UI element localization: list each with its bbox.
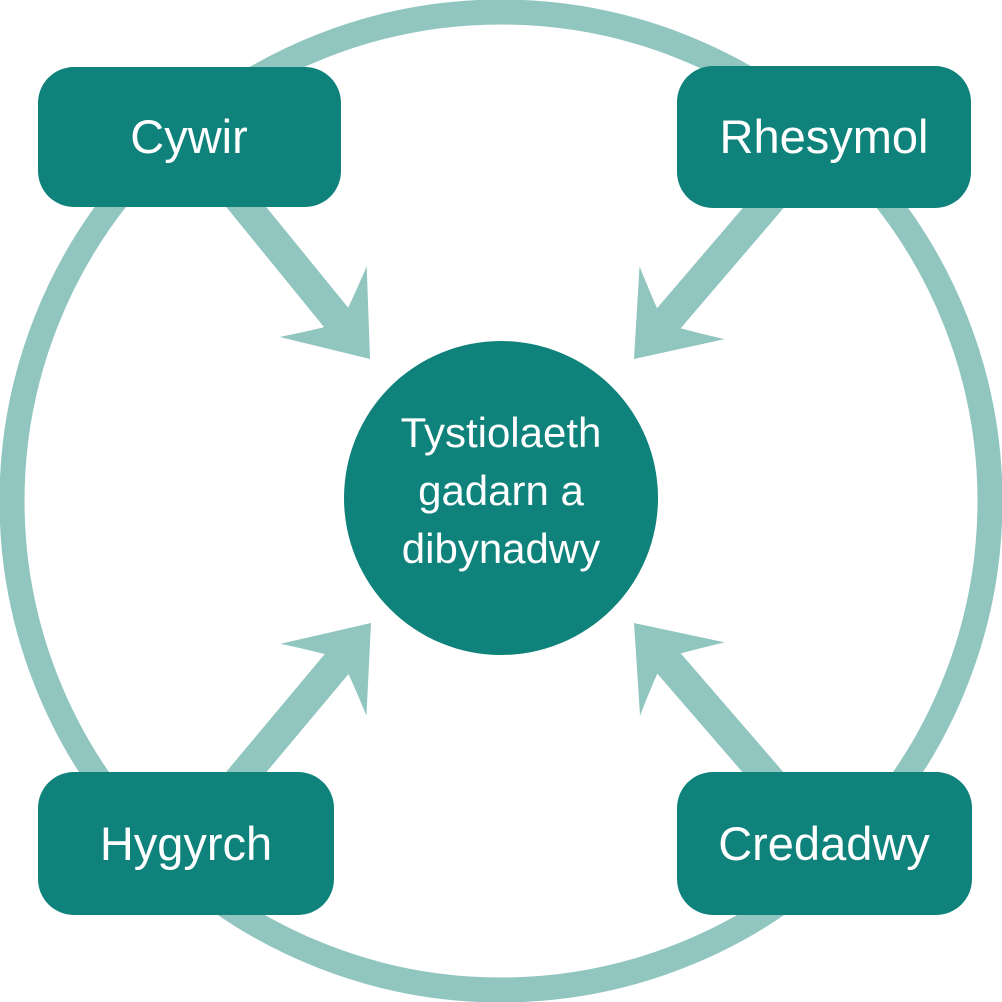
node-box-cywir: Cywir bbox=[38, 67, 341, 207]
node-box-hygyrch: Hygyrch bbox=[38, 772, 334, 915]
arrow-head bbox=[280, 623, 371, 716]
center-label-line-2: gadarn a bbox=[418, 467, 584, 514]
node-box-credadwy: Credadwy bbox=[677, 772, 972, 915]
node-label-credadwy: Credadwy bbox=[718, 817, 930, 870]
center-label-line-3: dibynadwy bbox=[402, 525, 600, 572]
arrow-head bbox=[634, 623, 725, 716]
center-circle bbox=[344, 341, 658, 655]
node-box-rect bbox=[677, 772, 972, 915]
arrow-head bbox=[634, 266, 725, 359]
node-box-rhesymol: Rhesymol bbox=[677, 66, 971, 208]
center-node: Tystiolaeth gadarn a dibynadwy bbox=[344, 341, 658, 655]
node-label-rhesymol: Rhesymol bbox=[720, 110, 929, 163]
center-label-line-1: Tystiolaeth bbox=[401, 409, 602, 456]
node-box-rect bbox=[38, 772, 334, 915]
node-label-cywir: Cywir bbox=[130, 110, 247, 163]
node-box-rect bbox=[677, 66, 971, 208]
arrow-head bbox=[279, 266, 370, 359]
node-label-hygyrch: Hygyrch bbox=[100, 817, 272, 870]
node-box-rect bbox=[38, 67, 341, 207]
